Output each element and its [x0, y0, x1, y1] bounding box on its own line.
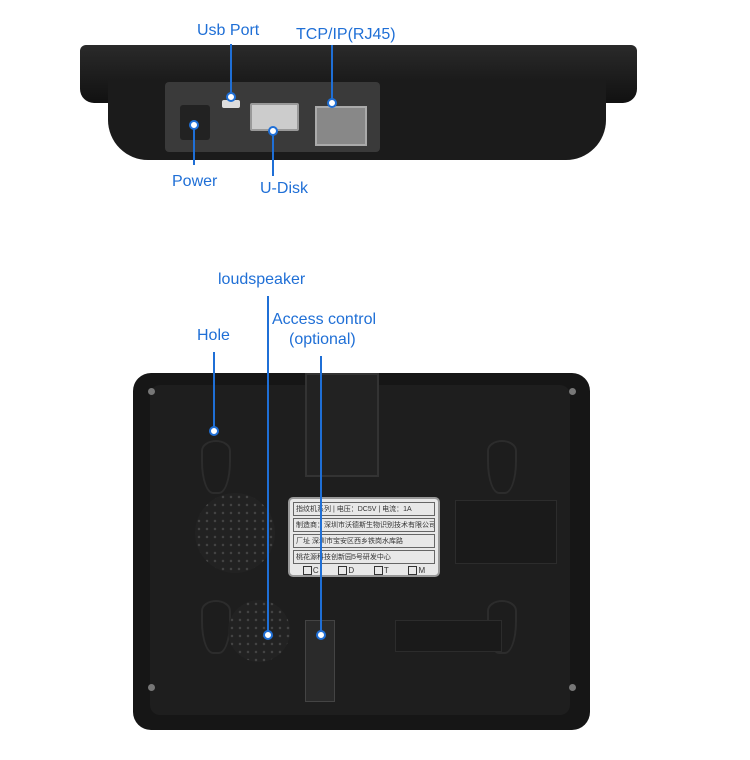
mini-usb-port: [222, 100, 240, 108]
access-control-pointer: [320, 356, 322, 634]
tcp-ip-label: TCP/IP(RJ45): [296, 26, 396, 43]
hole-label: Hole: [197, 327, 230, 344]
access-control-note: (optional): [289, 331, 356, 348]
hole-dot: [209, 426, 219, 436]
loudspeaker-label: loudspeaker: [218, 271, 306, 288]
hanging-hole: [487, 440, 517, 494]
usb-port-dot: [226, 92, 236, 102]
u-disk-dot: [268, 126, 278, 136]
speaker-grill: [195, 493, 275, 573]
power-dot: [189, 120, 199, 130]
usb-port-label: Usb Port: [197, 22, 260, 39]
speaker-grill: [228, 600, 290, 662]
hanging-hole: [201, 600, 231, 654]
loudspeaker-dot: [263, 630, 273, 640]
u-disk-pointer: [272, 130, 274, 176]
bottom-recess: [395, 620, 502, 652]
usb-port-pointer: [230, 44, 232, 100]
power-pointer: [193, 125, 195, 165]
top-tab: [305, 373, 379, 477]
hole-pointer: [213, 352, 215, 430]
tcp-pointer: [331, 45, 333, 102]
tcp-dot: [327, 98, 337, 108]
u-disk-label: U-Disk: [260, 180, 308, 197]
loudspeaker-pointer: [267, 296, 269, 634]
side-recess: [455, 500, 557, 564]
spec-sticker: 指纹机系列 | 电压：DC5V | 电流：1A 制造商：深圳市沃德斯生物识别技术…: [288, 497, 440, 577]
power-label: Power: [172, 173, 218, 190]
hanging-hole: [201, 440, 231, 494]
rj45-port: [315, 106, 367, 146]
access-control-dot: [316, 630, 326, 640]
access-control-label: Access control: [272, 311, 377, 328]
